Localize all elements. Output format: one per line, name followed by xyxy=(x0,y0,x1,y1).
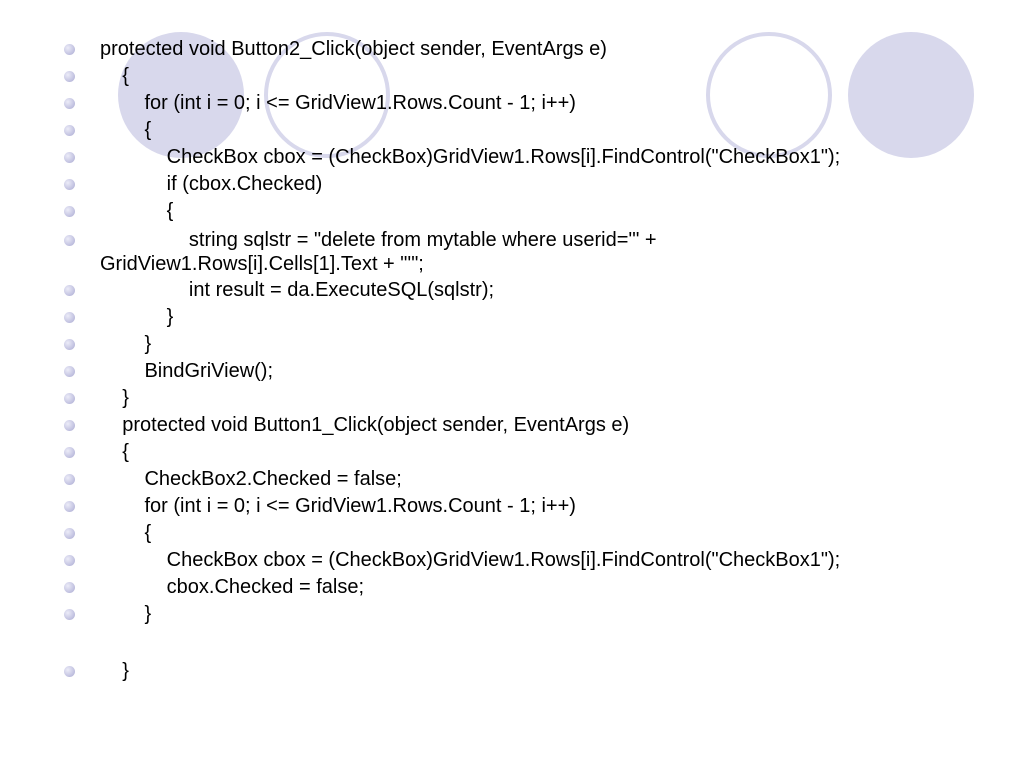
bullet-icon xyxy=(64,474,75,485)
bullet-icon xyxy=(64,235,75,246)
bullet-icon xyxy=(64,528,75,539)
code-line-text: if (cbox.Checked) xyxy=(100,173,323,195)
code-line-text: string sqlstr = "delete from mytable whe… xyxy=(100,229,657,251)
decor-ring-2 xyxy=(706,32,832,158)
decor-ring-1 xyxy=(264,32,390,158)
code-line-text: for (int i = 0; i <= GridView1.Rows.Coun… xyxy=(100,495,576,517)
code-line-text: } xyxy=(100,660,129,682)
code-line-text: { xyxy=(100,441,129,463)
code-line-text: CheckBox cbox = (CheckBox)GridView1.Rows… xyxy=(100,146,841,168)
code-line-text: for (int i = 0; i <= GridView1.Rows.Coun… xyxy=(100,92,576,114)
bullet-icon xyxy=(64,420,75,431)
code-line-text: BindGriView(); xyxy=(100,360,274,382)
bullet-icon xyxy=(64,339,75,350)
bullet-icon xyxy=(64,312,75,323)
bullet-icon xyxy=(64,609,75,620)
code-line-text: { xyxy=(100,119,152,141)
decor-circle-2 xyxy=(848,32,974,158)
bullet-icon xyxy=(64,179,75,190)
bullet-icon xyxy=(64,447,75,458)
bullet-icon xyxy=(64,71,75,82)
bullet-icon xyxy=(64,206,75,217)
bullet-icon xyxy=(64,366,75,377)
code-line-text: } xyxy=(100,603,152,625)
code-line-text: CheckBox cbox = (CheckBox)GridView1.Rows… xyxy=(100,549,841,571)
code-line-text: } xyxy=(100,333,152,355)
code-line-text: int result = da.ExecuteSQL(sqlstr); xyxy=(100,279,495,301)
code-line-text: cbox.Checked = false; xyxy=(100,576,365,598)
bullet-icon xyxy=(64,285,75,296)
code-line-text: } xyxy=(100,306,174,328)
code-line-text: { xyxy=(100,65,129,87)
bullet-icon xyxy=(64,666,75,677)
bullet-icon xyxy=(64,44,75,55)
code-line-text: CheckBox2.Checked = false; xyxy=(100,468,402,490)
decor-circle-1 xyxy=(118,32,244,158)
code-line-text: } xyxy=(100,387,129,409)
bullet-icon xyxy=(64,501,75,512)
code-line-text: protected void Button1_Click(object send… xyxy=(100,414,630,436)
bullet-icon xyxy=(64,555,75,566)
code-line-text: GridView1.Rows[i].Cells[1].Text + "'"; xyxy=(100,253,424,275)
bullet-icon xyxy=(64,125,75,136)
bullet-icon xyxy=(64,98,75,109)
code-line-text: { xyxy=(100,522,152,544)
code-line-text: protected void Button2_Click(object send… xyxy=(100,38,607,60)
bullet-icon xyxy=(64,393,75,404)
bullet-icon xyxy=(64,152,75,163)
bullet-icon xyxy=(64,582,75,593)
code-line-text: { xyxy=(100,200,174,222)
